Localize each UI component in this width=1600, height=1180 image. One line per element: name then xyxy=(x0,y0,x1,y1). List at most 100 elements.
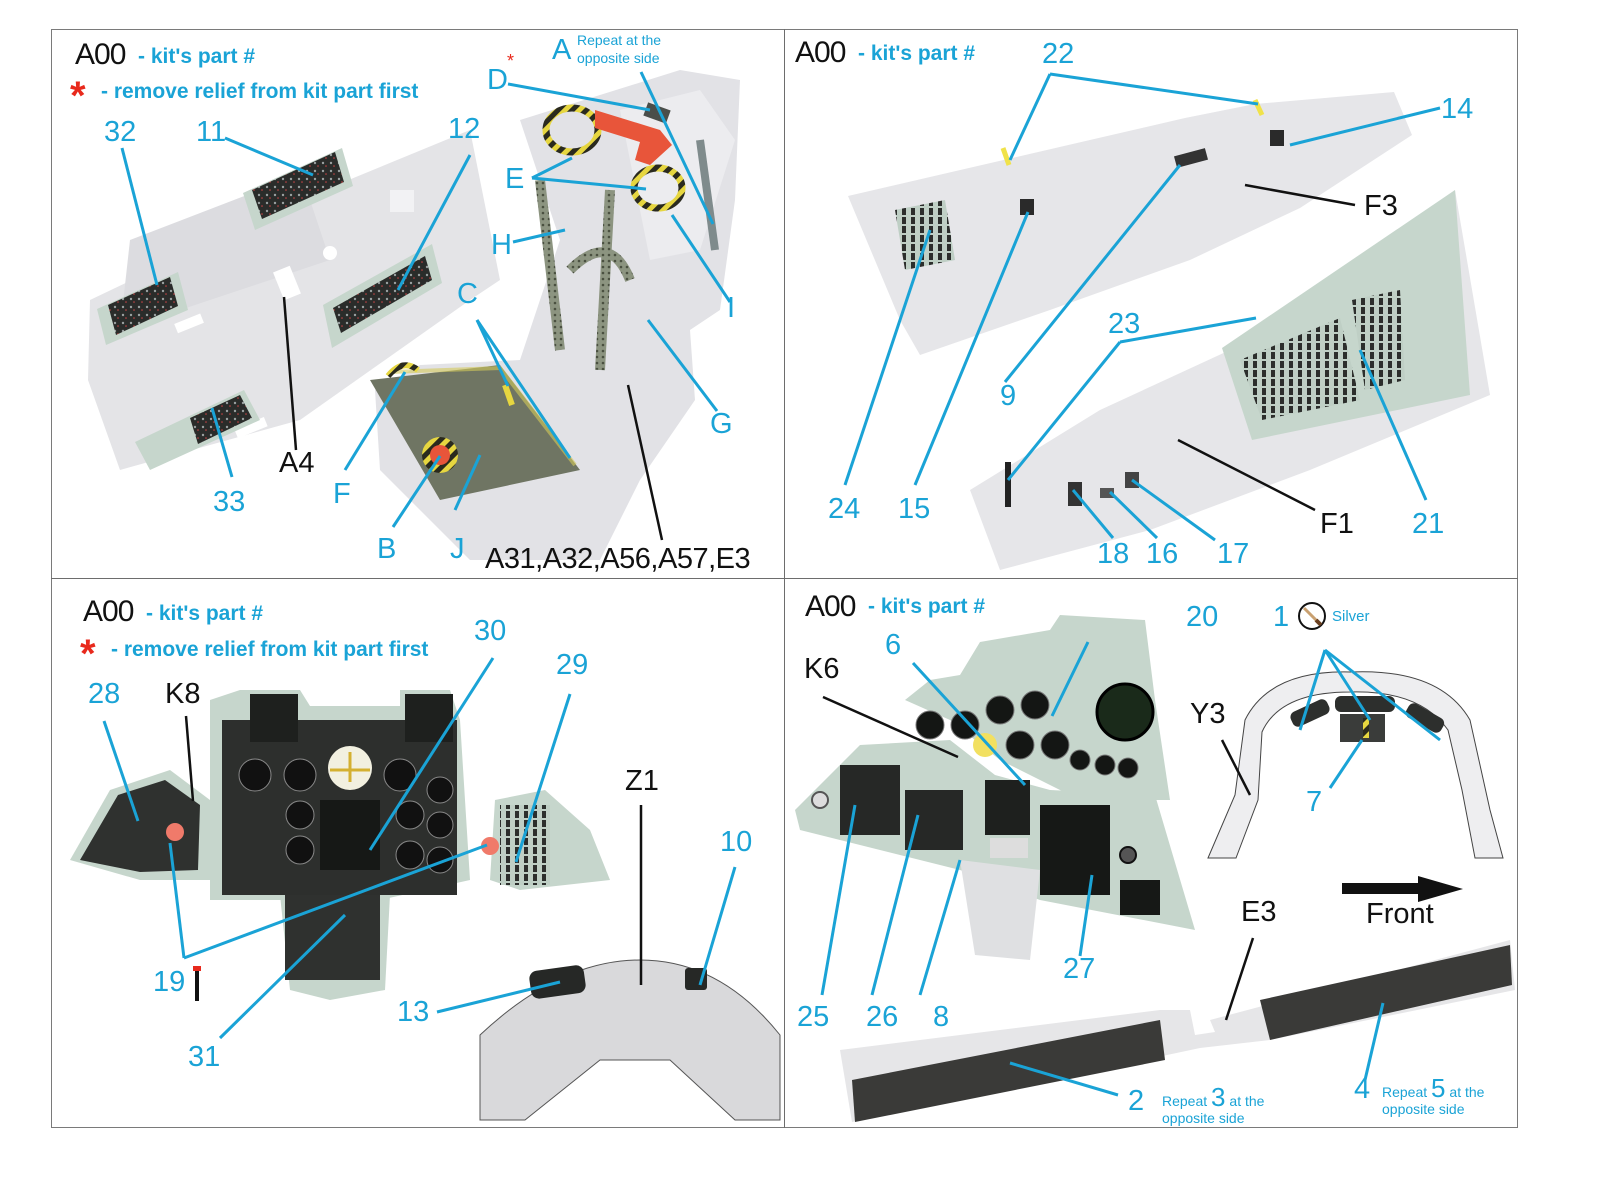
callout-g: G xyxy=(710,408,733,440)
callout-a: A xyxy=(552,34,572,66)
note-2-opposite-side: opposite side xyxy=(1162,1110,1245,1127)
callout-10: 10 xyxy=(720,826,753,858)
legend-kit-part-tl: - kit's part # xyxy=(138,45,256,68)
canopy-bow-z1 xyxy=(479,959,781,1121)
callout-2: 2 xyxy=(1128,1085,1145,1117)
paintbrush-icon xyxy=(1298,602,1326,630)
callout-6: 6 xyxy=(885,629,902,661)
tl-black-leaders xyxy=(282,296,664,541)
note-2: Repeat 3 at the opposite side xyxy=(1162,1083,1265,1127)
callout-22: 22 xyxy=(1042,38,1075,70)
note-4-repeat: Repeat xyxy=(1382,1084,1428,1100)
callout-18: 18 xyxy=(1097,538,1130,570)
fairing-e3 xyxy=(840,940,1515,1122)
callout-13: 13 xyxy=(397,996,430,1028)
legend-star-text-tl: - remove relief from kit part first xyxy=(101,80,419,103)
callout-f3: F3 xyxy=(1364,190,1398,222)
callout-i: I xyxy=(727,292,736,324)
callout-e3: E3 xyxy=(1241,896,1277,928)
legend-code-br: A00 xyxy=(805,590,856,623)
callout-15: 15 xyxy=(898,493,931,525)
legend-star-text-bl: - remove relief from kit part first xyxy=(111,638,429,661)
callout-23: 23 xyxy=(1108,308,1141,340)
side-wall-f3 xyxy=(848,92,1412,355)
callout-19: 19 xyxy=(153,966,186,998)
callout-c: C xyxy=(457,278,478,310)
bl-leader-lines xyxy=(102,657,737,1040)
callout-27: 27 xyxy=(1063,953,1096,985)
callout-33: 33 xyxy=(213,486,246,518)
callout-k8: K8 xyxy=(165,678,201,710)
ejection-seat xyxy=(370,70,740,560)
callout-4: 4 xyxy=(1354,1073,1371,1105)
callout-j: J xyxy=(450,533,465,565)
callout-h: H xyxy=(491,229,512,261)
front-arrow xyxy=(1342,876,1463,902)
callout-26: 26 xyxy=(866,1001,899,1033)
instrument-panel-k6 xyxy=(795,615,1195,960)
callout-z1: Z1 xyxy=(625,765,659,797)
panel-11 xyxy=(243,148,353,230)
legend-code-tr: A00 xyxy=(795,36,846,69)
callout-11: 11 xyxy=(196,116,227,148)
bl-black-leaders xyxy=(184,715,643,985)
callout-e: E xyxy=(505,163,525,195)
callout-24: 24 xyxy=(828,493,861,525)
tr-leader-lines xyxy=(843,72,1441,542)
note-a-line1: Repeat at the xyxy=(577,32,662,48)
callout-8: 8 xyxy=(933,1001,950,1033)
callout-9: 9 xyxy=(1000,380,1017,412)
front-label: Front xyxy=(1366,898,1434,930)
star-icon: * xyxy=(70,74,86,118)
star-icon: * xyxy=(507,51,515,71)
callout-d: D xyxy=(487,64,508,96)
legend-code-tl: A00 xyxy=(75,38,126,71)
legend-kit-part-tr: - kit's part # xyxy=(858,42,976,65)
seat-part-numbers: A31,A32,A56,A57,E3 xyxy=(485,543,751,575)
horizontal-divider xyxy=(51,578,1518,579)
instrument-panel-k8 xyxy=(70,690,610,1000)
callout-1: 1 xyxy=(1273,601,1290,633)
legend-code-bl: A00 xyxy=(83,595,134,628)
callout-31: 31 xyxy=(188,1041,221,1073)
callout-25: 25 xyxy=(797,1001,830,1033)
callout-f: F xyxy=(333,478,351,510)
note-2-at-the: at the xyxy=(1229,1093,1265,1109)
legend-kit-part-br: - kit's part # xyxy=(868,595,986,618)
tl-leader-lines xyxy=(120,71,732,528)
callout-21: 21 xyxy=(1412,508,1445,540)
legend-kit-part-bl: - kit's part # xyxy=(146,602,264,625)
note-a-line2: opposite side xyxy=(577,50,660,66)
tr-black-leaders xyxy=(1177,183,1356,512)
panel-32 xyxy=(97,272,188,345)
callout-16: 16 xyxy=(1146,538,1179,570)
callout-a4: A4 xyxy=(279,447,315,479)
note-4: Repeat 5 at the opposite side xyxy=(1382,1073,1485,1118)
callout-29: 29 xyxy=(556,649,589,681)
canopy-frame-y3 xyxy=(1207,671,1504,859)
note-4-opposite-side: opposite side xyxy=(1382,1101,1465,1118)
br-black-leaders xyxy=(822,695,1255,1021)
callout-32: 32 xyxy=(104,116,137,148)
callout-7: 7 xyxy=(1306,786,1323,818)
callout-30: 30 xyxy=(474,615,507,647)
paint-silver-label: Silver xyxy=(1332,608,1370,625)
callout-b: B xyxy=(377,533,397,565)
callout-20: 20 xyxy=(1186,601,1219,633)
callout-17: 17 xyxy=(1217,538,1250,570)
callout-f1: F1 xyxy=(1320,508,1354,540)
panel-33 xyxy=(135,390,260,470)
callout-28: 28 xyxy=(88,678,121,710)
note-2-repeat: Repeat xyxy=(1162,1093,1208,1109)
callout-y3: Y3 xyxy=(1190,698,1226,730)
callout-k6: K6 xyxy=(804,653,840,685)
callout-14: 14 xyxy=(1441,93,1474,125)
side-wall-f1 xyxy=(970,190,1490,570)
note-4-at-the: at the xyxy=(1449,1084,1485,1100)
callout-12: 12 xyxy=(448,113,481,145)
br-leader-lines xyxy=(820,641,1441,1097)
part-19-marker xyxy=(193,966,201,1001)
note-4-part-5: 5 xyxy=(1431,1073,1446,1103)
star-icon: * xyxy=(80,632,96,676)
